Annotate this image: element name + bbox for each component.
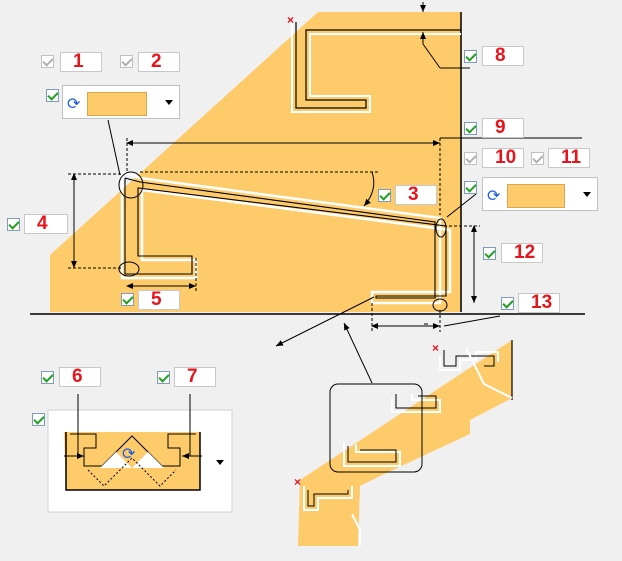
param-7-label: 7 [174,367,216,387]
refresh-icon[interactable]: ⟳ [122,446,136,463]
param-5-checkbox[interactable] [121,293,134,306]
refresh-icon: ⟳ [67,96,81,113]
param-4-checkbox[interactable] [7,218,20,231]
staircase-view: × × [294,340,513,546]
right-combo-checkbox[interactable] [464,181,477,194]
param-10-label: 10 [482,148,524,168]
param-1-label: 1 [60,52,102,72]
left-profile-combo[interactable]: ⟳ [62,85,180,119]
param-1-checkbox[interactable] [41,55,54,68]
section-dropdown-chevron-icon[interactable] [216,460,224,465]
param-11-checkbox[interactable] [531,152,544,165]
param-7-checkbox[interactable] [157,371,170,384]
param-4-label: 4 [24,214,68,234]
param-3-label: 3 [395,185,437,205]
param-8-label: 8 [482,46,524,66]
param-3-checkbox[interactable] [378,189,391,202]
param-8-checkbox[interactable] [464,50,477,63]
dimension-lines [68,2,582,384]
section-combo-checkbox[interactable] [32,413,45,426]
param-13-label: 13 [518,293,560,313]
param-6-checkbox[interactable] [41,371,54,384]
param-2-label: 2 [138,52,180,72]
color-swatch [87,92,147,116]
svg-text:×: × [294,475,301,489]
param-13-checkbox[interactable] [501,297,514,310]
param-2-checkbox[interactable] [120,55,133,68]
param-11-label: 11 [548,148,590,168]
refresh-icon: ⟳ [487,188,501,205]
param-12-checkbox[interactable] [483,247,496,260]
color-swatch [507,184,565,208]
param-9-label: 9 [482,118,524,138]
param-10-checkbox[interactable] [464,152,477,165]
left-combo-checkbox[interactable] [46,89,59,102]
param-9-checkbox[interactable] [464,122,477,135]
param-12-label: 12 [501,243,543,263]
right-profile-combo[interactable]: ⟳ [482,177,598,211]
svg-text:×: × [432,341,439,355]
chevron-down-icon [583,192,591,197]
param-5-label: 5 [138,290,180,310]
section-detail-view [47,394,233,513]
param-6-label: 6 [59,367,101,387]
chevron-down-icon [165,100,173,105]
svg-text:×: × [287,13,294,27]
